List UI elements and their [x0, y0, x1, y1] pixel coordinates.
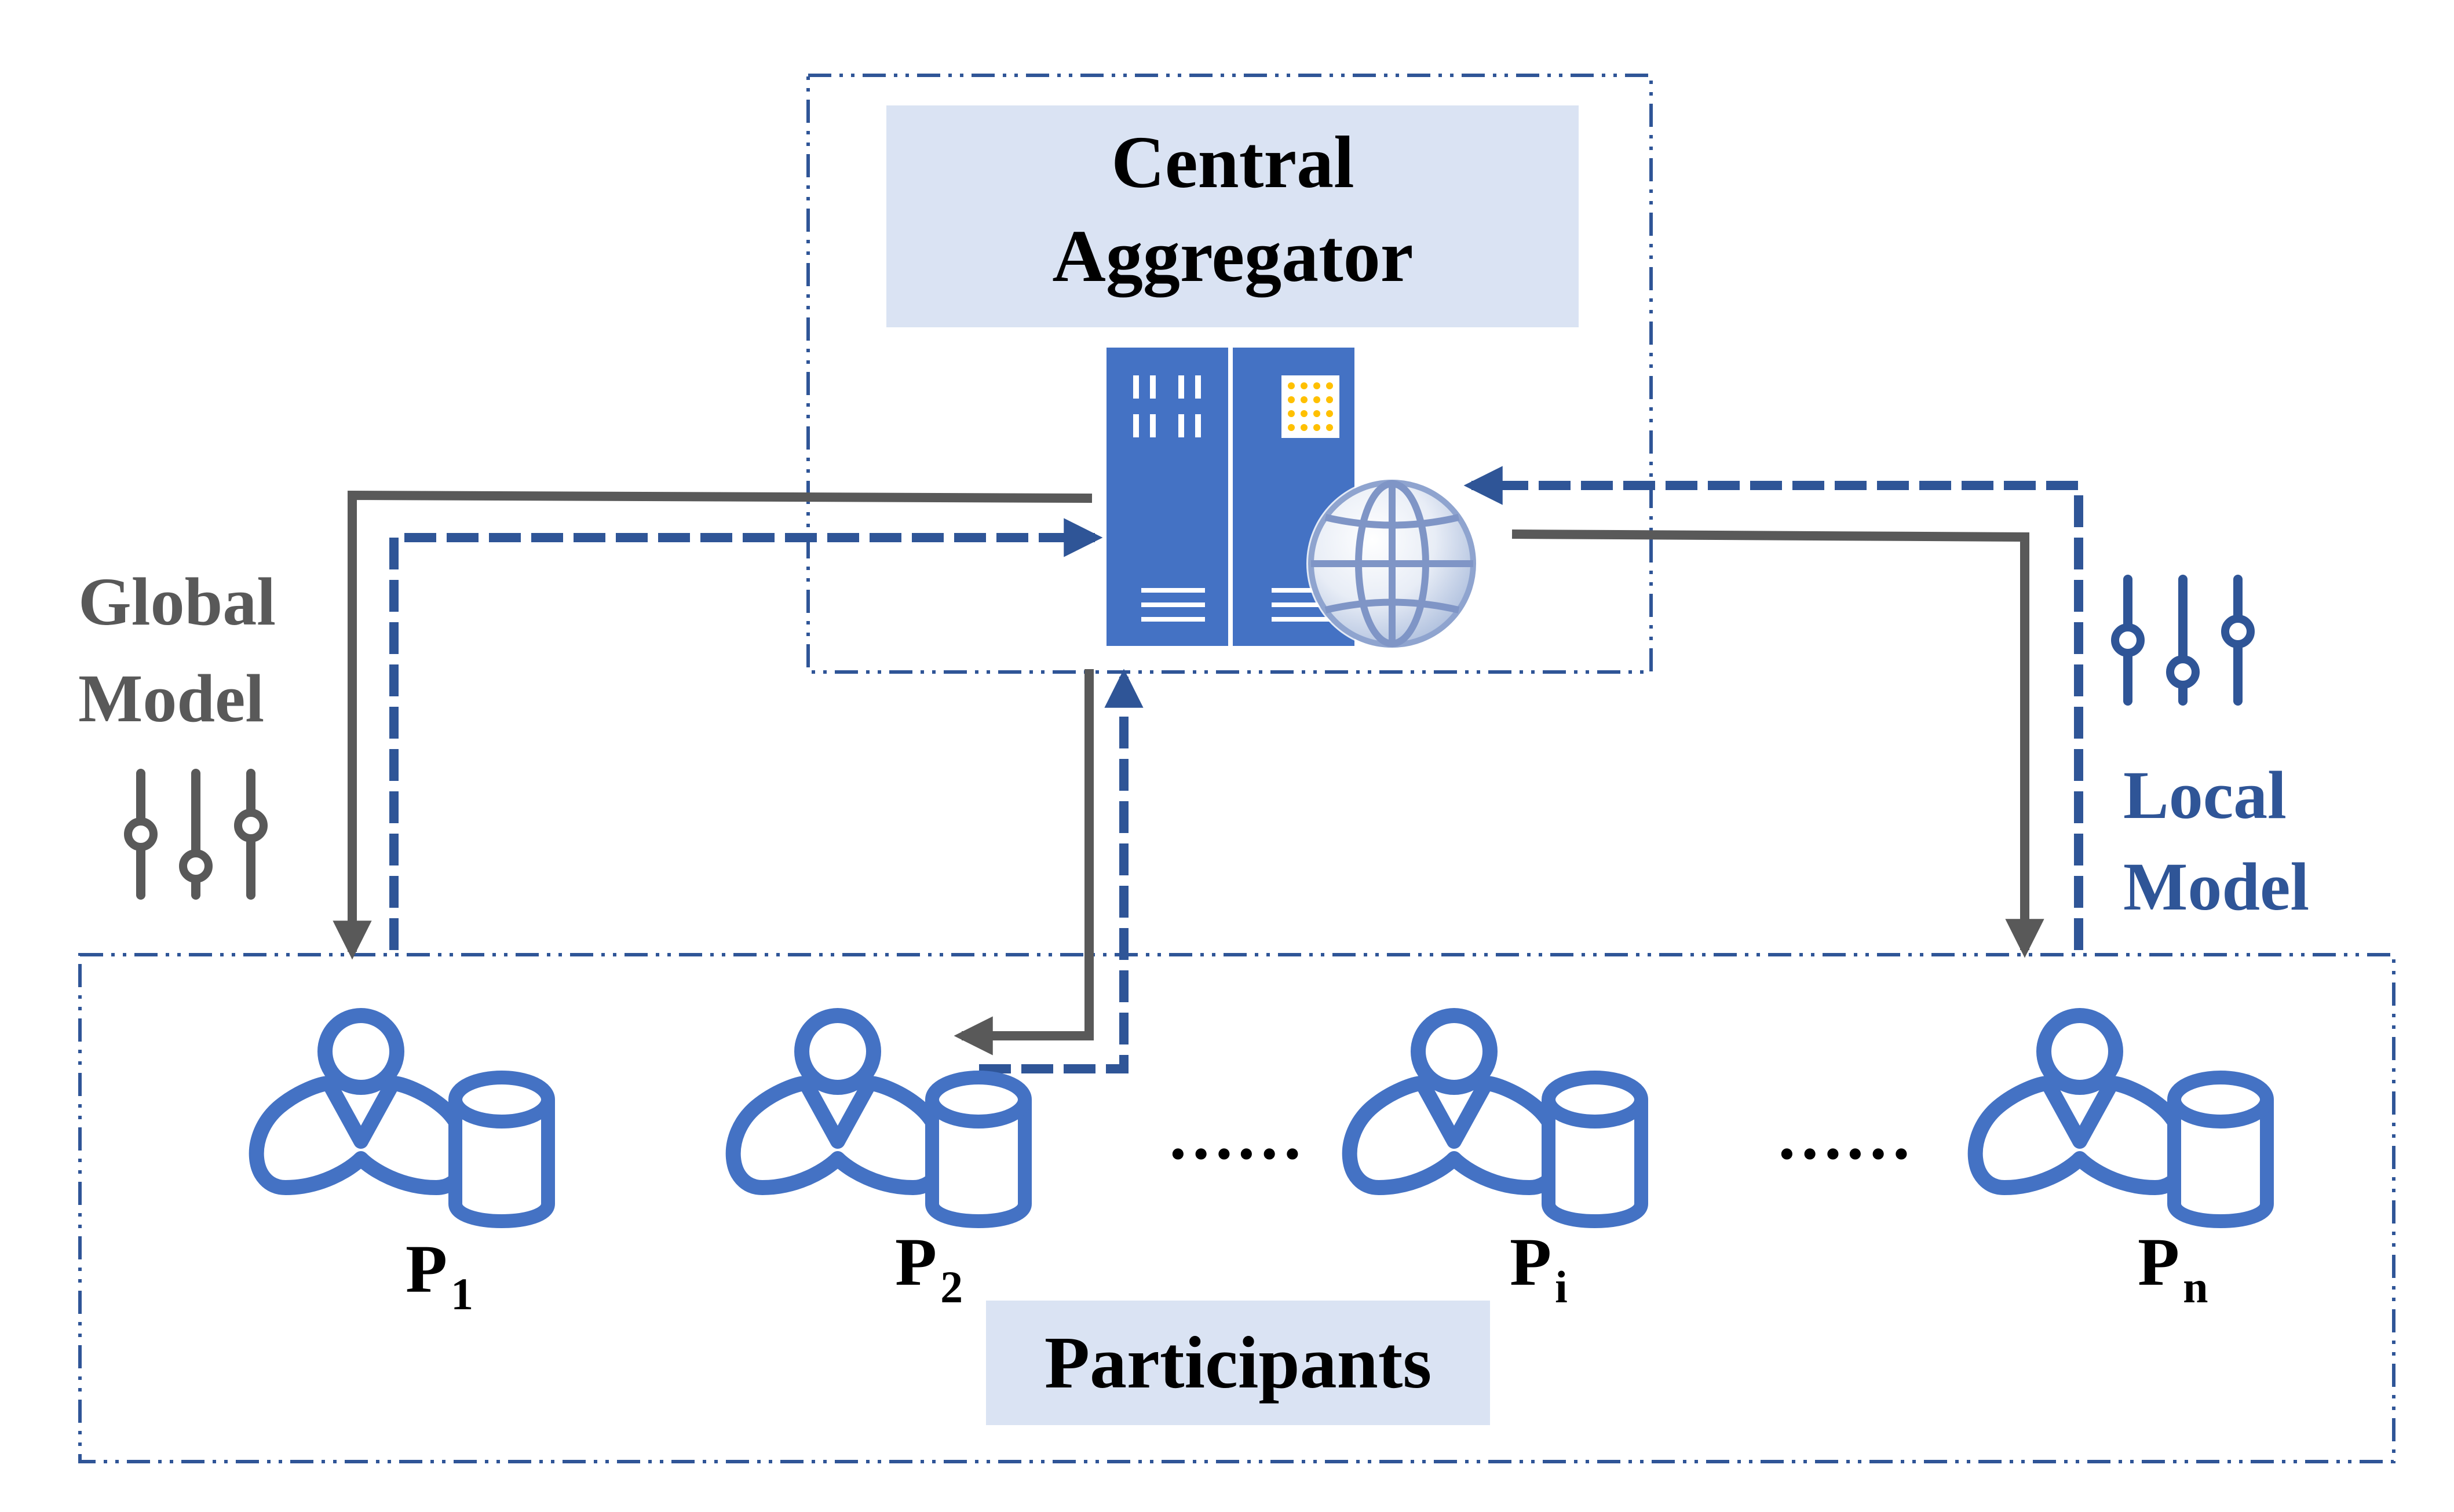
aggregator-title-panel — [886, 105, 1579, 327]
participant-pi: Pi — [1350, 1016, 1641, 1312]
server-indicator-dot — [1326, 424, 1333, 431]
server-indicator-dot — [1288, 410, 1295, 417]
database-icon — [455, 1078, 548, 1221]
participant-letter: P — [406, 1231, 447, 1307]
local-model-label-line1: Local — [2123, 757, 2287, 833]
server-indicator-dot — [1301, 424, 1308, 431]
global-model-label-line2: Model — [78, 660, 264, 736]
participant-letter: P — [2138, 1224, 2179, 1300]
server-indicator-dot — [1288, 424, 1295, 431]
server-indicator-dot — [1313, 382, 1320, 389]
participant-subscript: i — [1555, 1262, 1568, 1312]
participants-label-panel — [986, 1301, 1490, 1425]
server-indicator-dot — [1288, 382, 1295, 389]
participant-subscript: 1 — [451, 1269, 473, 1319]
participant-pn: Pn — [1975, 1016, 2267, 1312]
database-icon — [2174, 1078, 2267, 1221]
server-indicator-dot — [1301, 382, 1308, 389]
participants-ellipsis-1: …… — [1167, 1098, 1303, 1174]
local-model-path-p2 — [979, 669, 1144, 1073]
aggregator-title-line1: Central — [1111, 121, 1354, 203]
server-indicator-dot — [1313, 424, 1320, 431]
aggregator-container — [806, 74, 1653, 674]
svg-text:Pi: Pi — [1510, 1224, 1568, 1312]
global-model-path-pn — [1511, 529, 2044, 958]
participants-label: Participants — [1045, 1321, 1432, 1404]
svg-text:P2: P2 — [895, 1224, 963, 1312]
server-indicator-dot — [1326, 396, 1333, 403]
participant-subscript: 2 — [940, 1262, 963, 1312]
server-indicator-dot — [1313, 396, 1320, 403]
participants-container — [78, 953, 2395, 1463]
local-model-label-line2: Model — [2123, 849, 2309, 925]
database-icon — [932, 1078, 1025, 1221]
global-model-label-line1: Global — [78, 564, 276, 640]
participant-letter: P — [1510, 1224, 1551, 1300]
svg-text:P1: P1 — [406, 1231, 473, 1319]
participant-letter: P — [895, 1224, 937, 1300]
server-indicator-dot — [1326, 382, 1333, 389]
participants-ellipsis-2: …… — [1776, 1098, 1912, 1174]
server-indicator-dot — [1301, 410, 1308, 417]
server-indicator-dot — [1326, 410, 1333, 417]
database-icon — [1549, 1078, 1641, 1221]
global-model-path-p1 — [333, 490, 1093, 960]
global-model-path-p2 — [954, 669, 1094, 1056]
svg-text:Pn: Pn — [2138, 1224, 2208, 1312]
participant-subscript: n — [2183, 1262, 2208, 1312]
local-model-path-pn — [1463, 466, 2083, 950]
local-model-path-p1 — [389, 518, 1103, 950]
server-indicator-dot — [1313, 410, 1320, 417]
server-indicator-dot — [1288, 396, 1295, 403]
aggregator-title-line2: Aggregator — [1052, 215, 1413, 297]
participant-p1: P1 — [257, 1016, 548, 1319]
server-indicator-dot — [1301, 396, 1308, 403]
globe-icon — [1306, 478, 1478, 649]
participant-p2: P2 — [733, 1016, 1025, 1312]
